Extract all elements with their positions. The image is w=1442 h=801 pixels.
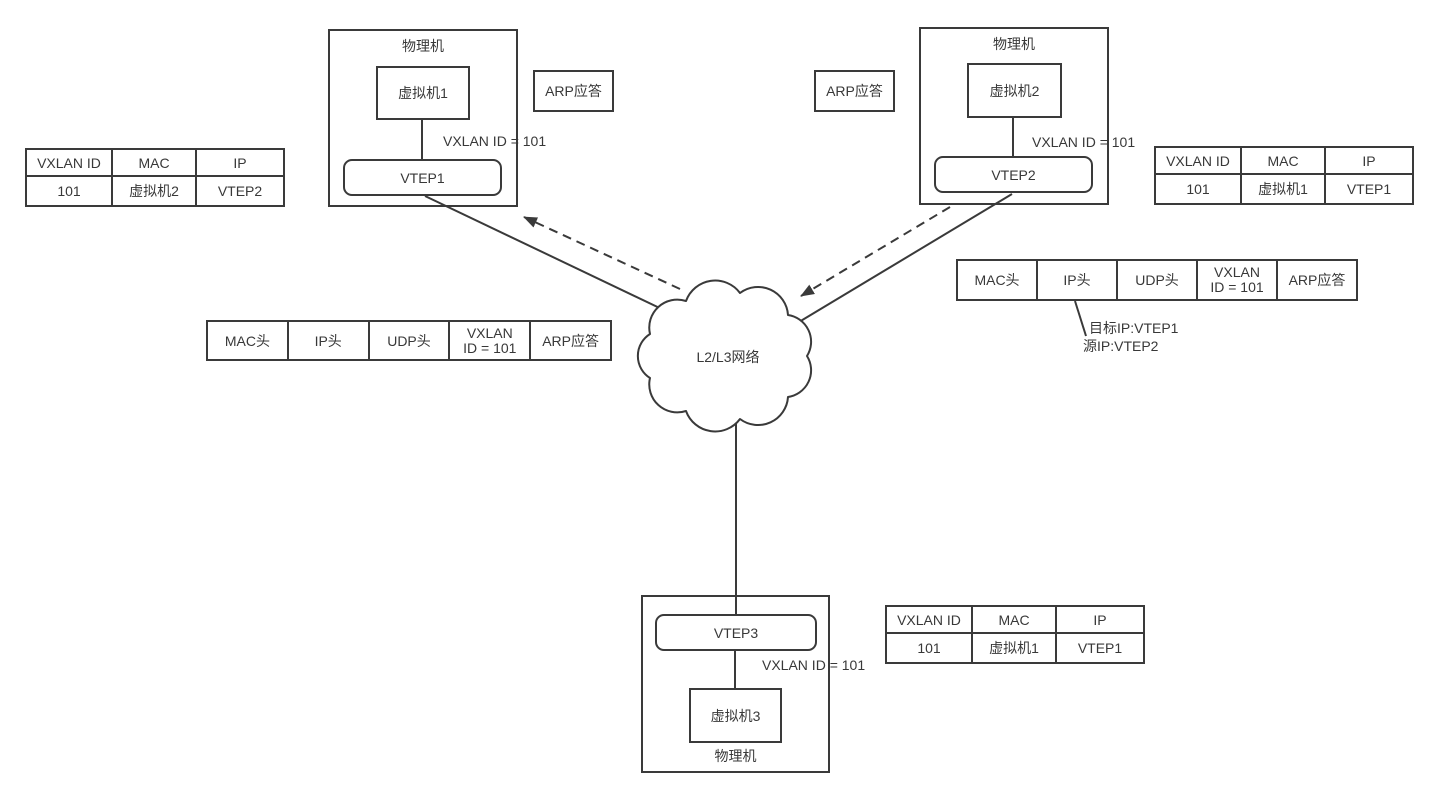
ip-header-annotation: 目标IP:VTEP1 源IP:VTEP2 (1083, 319, 1178, 355)
packet-header-table-left: MAC头 IP头 UDP头 VXLAN ID = 101 ARP应答 (206, 320, 612, 361)
table-header-cell: VXLAN ID (1156, 148, 1242, 175)
arrow-cloud-to-vtep1 (523, 216, 681, 290)
table-header-cell: MAC (1242, 148, 1326, 175)
table-header-cell: IP (197, 150, 283, 177)
packet-cell-arp: ARP应答 (1288, 272, 1346, 288)
network-cloud-shape (636, 279, 813, 433)
vm1-node: 虚拟机1 (376, 66, 470, 120)
table-cell: 101 (27, 177, 113, 205)
host1-title: 物理机 (402, 38, 444, 54)
mapping-table-vtep2: VXLAN ID MAC IP 101 虚拟机1 VTEP1 (1154, 146, 1414, 205)
table-cell: VTEP2 (217, 183, 263, 199)
packet-cell-udp: UDP头 (370, 322, 451, 359)
host2-title: 物理机 (993, 36, 1035, 52)
mapping-table-vtep1: VXLAN ID MAC IP 101 虚拟机2 VTEP2 (25, 148, 285, 207)
arp-reply-box-right: ARP应答 (814, 70, 895, 112)
vtep2-node: VTEP2 (934, 156, 1093, 193)
vm2-node: 虚拟机2 (967, 63, 1062, 118)
table-cell: 虚拟机2 (113, 177, 197, 205)
packet-cell-mac: MAC头 (958, 261, 1038, 299)
host3-title: 物理机 (714, 748, 757, 764)
host1-box: 物理机 虚拟机1 VTEP1 (328, 29, 518, 207)
table-cell: VTEP1 (1077, 640, 1123, 656)
packet-cell-udp: UDP头 (1118, 261, 1198, 299)
packet-header-table-right: MAC头 IP头 UDP头 VXLAN ID = 101 ARP应答 (956, 259, 1358, 301)
annotation-leader-line (1074, 300, 1087, 337)
host3-vxlan-id-label: VXLAN ID = 101 (762, 657, 866, 673)
packet-cell-vxlan: VXLAN ID = 101 (1198, 261, 1278, 299)
table-header-cell: VXLAN ID (27, 150, 113, 177)
annotation-source-ip: 源IP:VTEP2 (1083, 338, 1159, 354)
table-header-cell: IP (1057, 607, 1143, 634)
arp-reply-box-left: ARP应答 (533, 70, 614, 112)
table-header-cell: MAC (113, 150, 197, 177)
table-header-cell: MAC (973, 607, 1057, 634)
table-cell: 101 (1156, 175, 1242, 203)
table-header-cell: IP (1326, 148, 1412, 175)
vtep1-node: VTEP1 (343, 159, 502, 196)
table-cell: 虚拟机1 (973, 634, 1057, 662)
vtep3-node: VTEP3 (655, 614, 817, 651)
table-header-cell: VXLAN ID (887, 607, 973, 634)
link-vtep1-cloud (424, 195, 669, 313)
packet-cell-ip: IP头 (289, 322, 370, 359)
table-cell: 虚拟机1 (1242, 175, 1326, 203)
packet-cell-ip: IP头 (1038, 261, 1118, 299)
host2-box: 物理机 虚拟机2 VTEP2 (919, 27, 1109, 205)
table-cell: 101 (887, 634, 973, 662)
vm3-node: 虚拟机3 (689, 688, 782, 743)
annotation-target-ip: 目标IP:VTEP1 (1089, 320, 1179, 336)
host2-vxlan-id-label: VXLAN ID = 101 (1032, 134, 1136, 150)
host1-vxlan-id-label: VXLAN ID = 101 (443, 133, 547, 149)
link-vtep2-cloud (798, 193, 1013, 323)
packet-cell-vxlan: VXLAN ID = 101 (450, 322, 532, 359)
host3-box: VTEP3 虚拟机3 物理机 (641, 595, 830, 773)
packet-cell-mac: MAC头 (208, 322, 289, 359)
table-cell: VTEP1 (1346, 181, 1392, 197)
cloud-label: L2/L3网络 (696, 349, 760, 365)
arrow-vtep2-to-cloud (800, 206, 951, 297)
mapping-table-vtep3: VXLAN ID MAC IP 101 虚拟机1 VTEP1 (885, 605, 1145, 664)
packet-cell-arp: ARP应答 (542, 332, 599, 349)
